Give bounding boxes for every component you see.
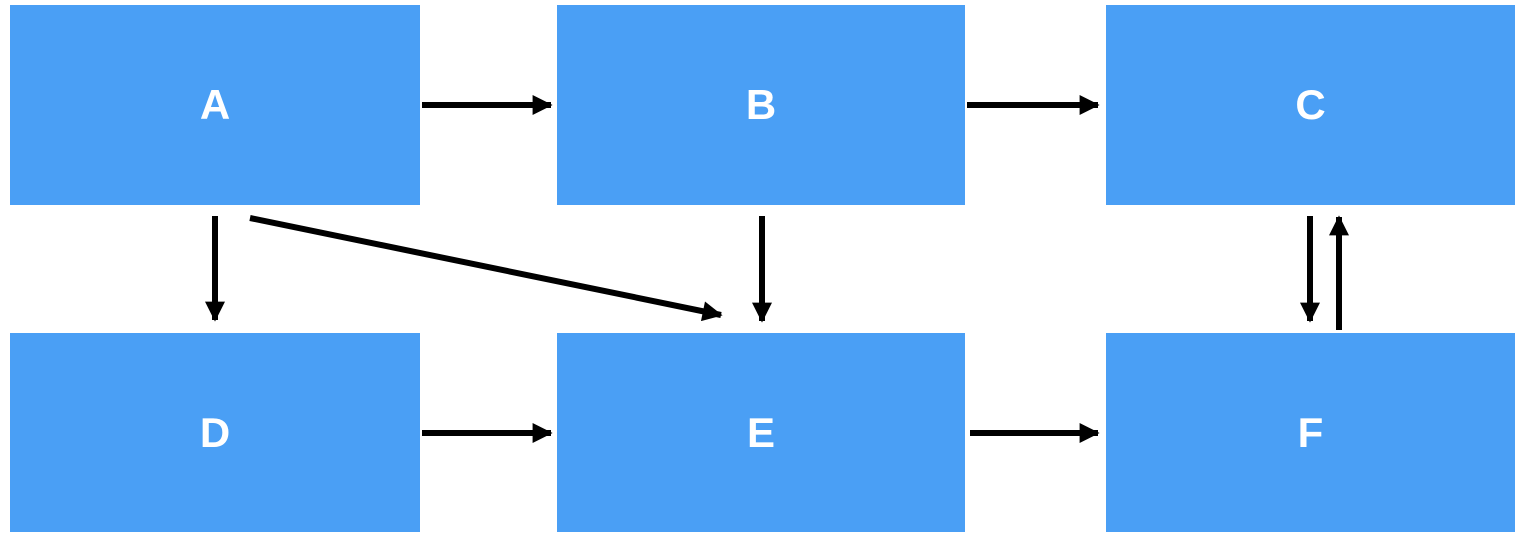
edge-arrow-a-to-e — [249, 215, 723, 322]
node-label-b: B — [745, 81, 777, 128]
node-e[interactable]: E — [557, 333, 965, 532]
node-c[interactable]: C — [1106, 5, 1515, 205]
node-b[interactable]: B — [557, 5, 965, 205]
node-label-e: E — [746, 408, 775, 456]
node-d[interactable]: D — [10, 333, 420, 532]
node-label-d: D — [199, 408, 231, 456]
node-label-f: F — [1297, 408, 1324, 456]
node-label-c: C — [1295, 81, 1326, 128]
node-label-a: A — [199, 81, 231, 128]
node-a[interactable]: A — [10, 5, 420, 205]
node-f[interactable]: F — [1106, 333, 1515, 532]
